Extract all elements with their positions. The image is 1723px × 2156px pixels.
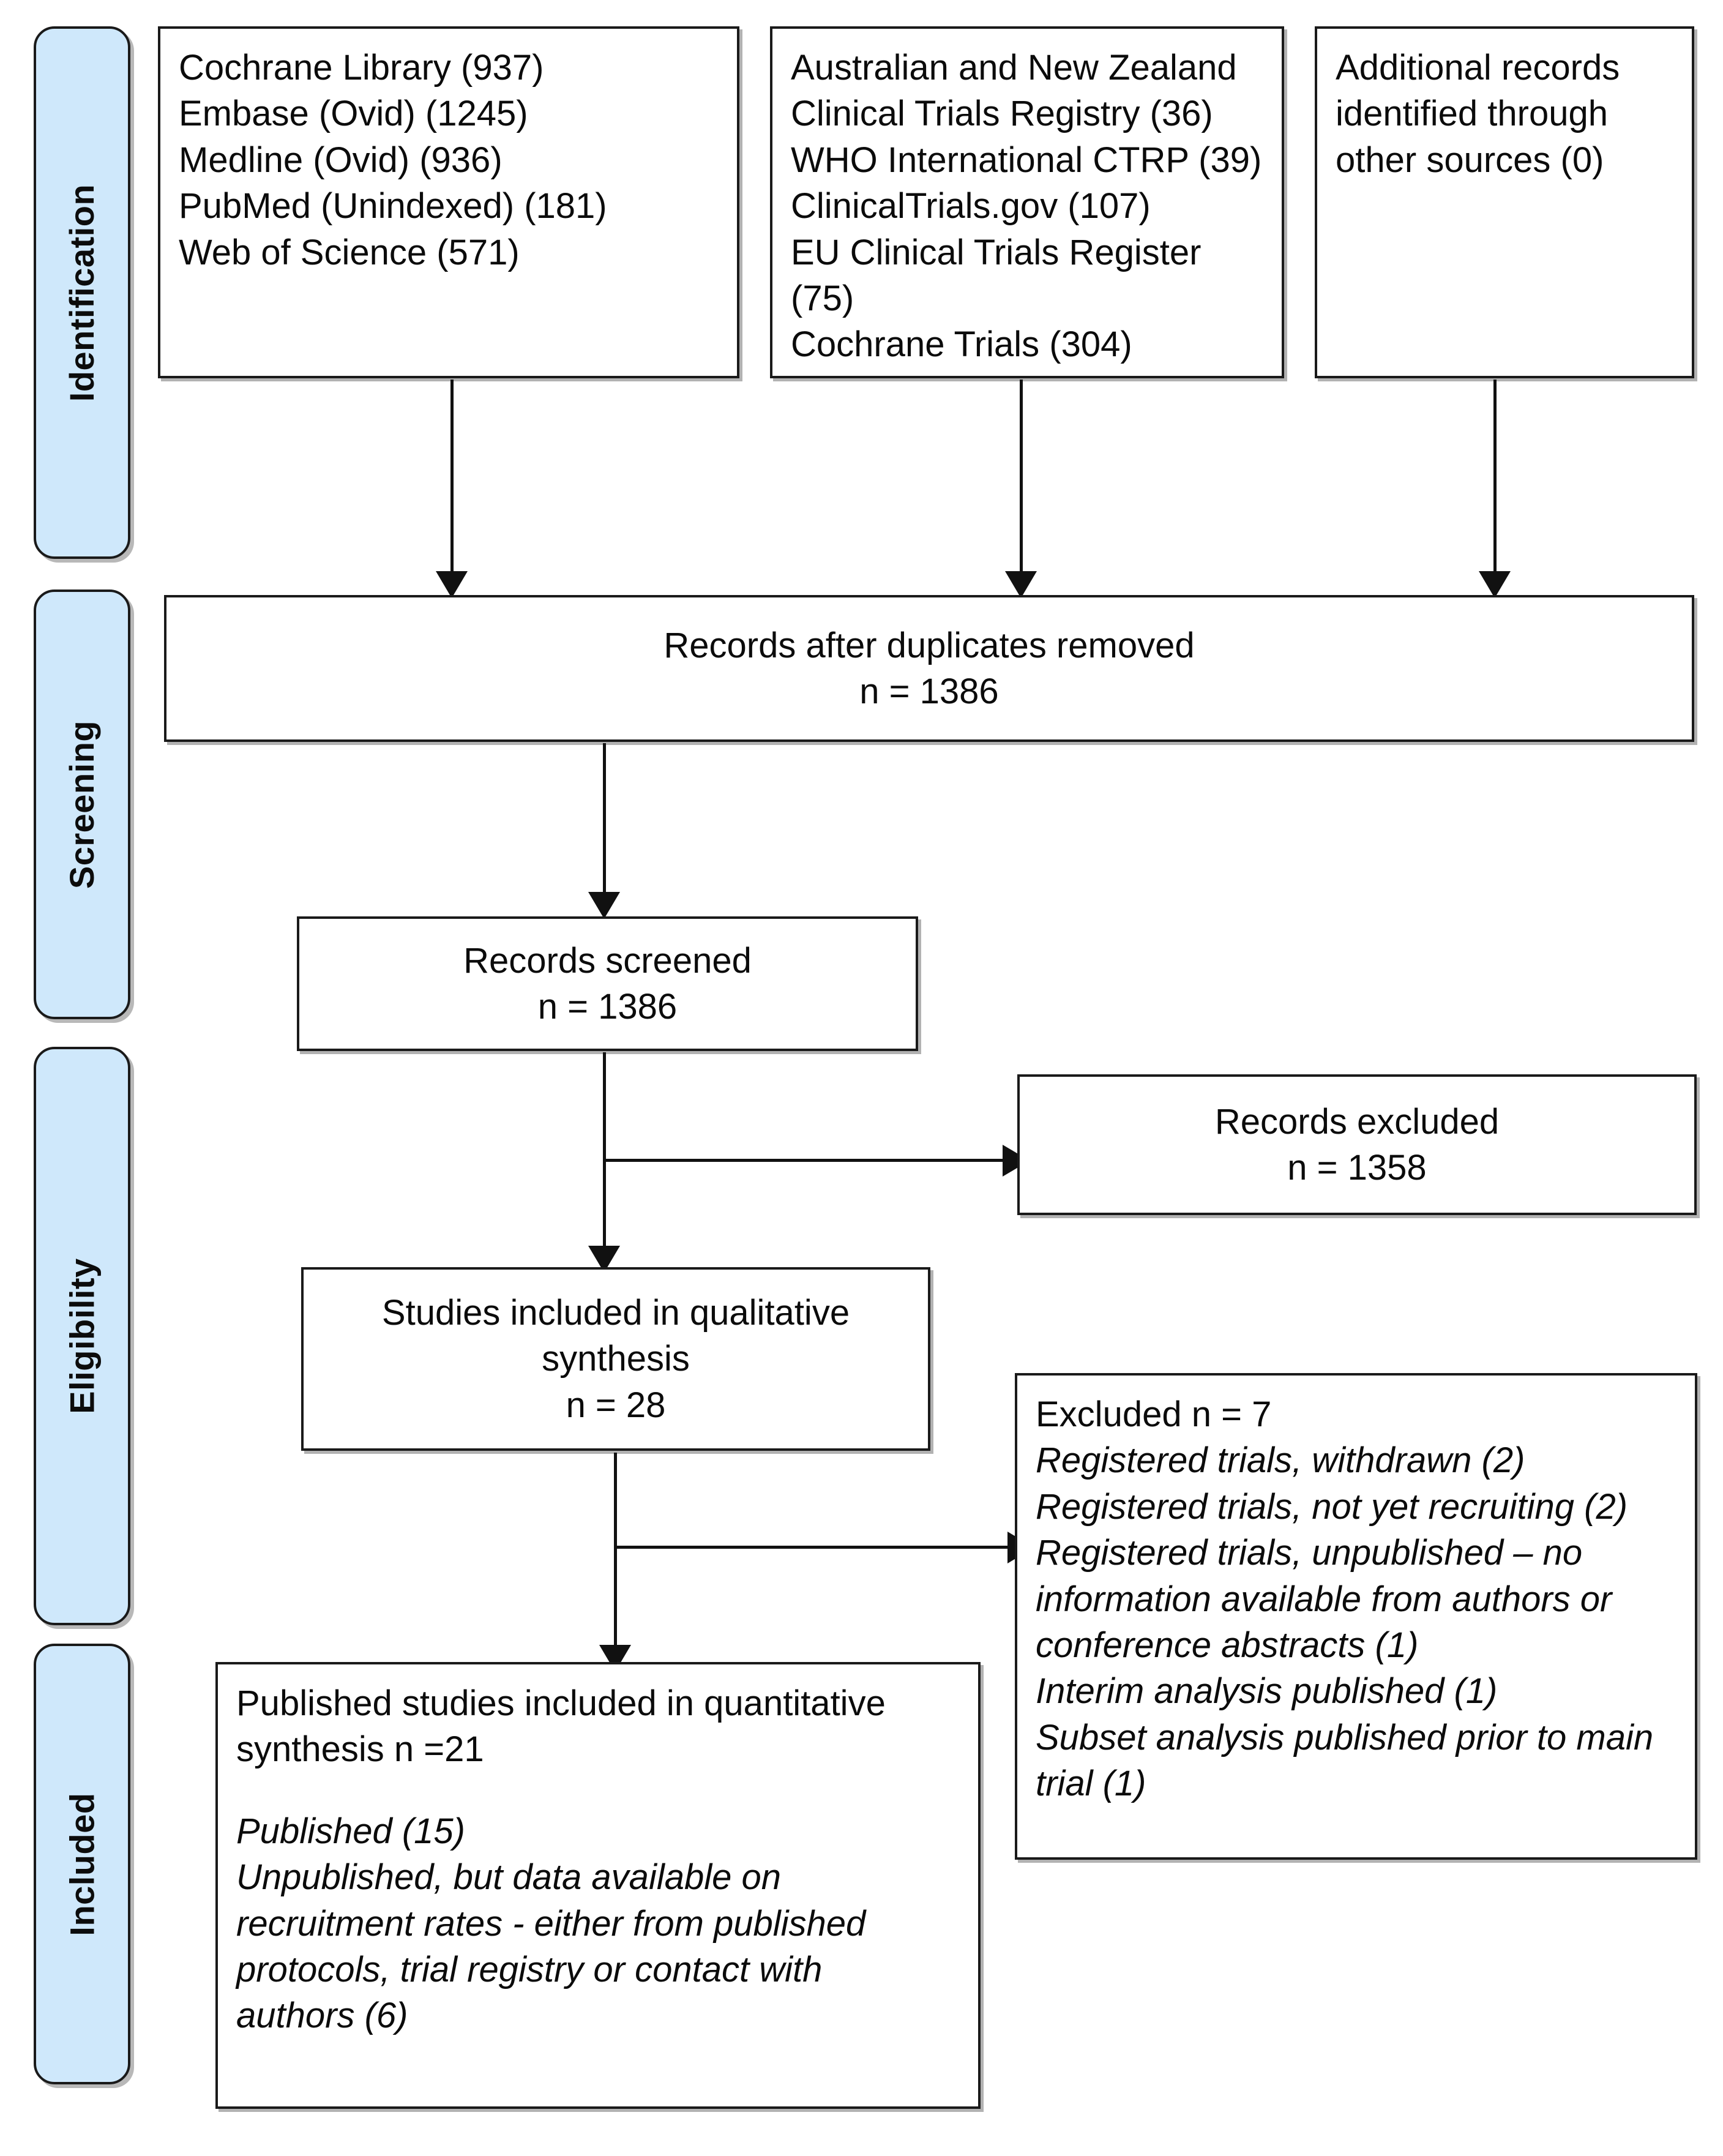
quantitative-synthesis-detail: authors (6) [236, 1996, 408, 2036]
stage-tab-identification[interactable]: Identification [34, 26, 130, 559]
connector-registries-to-duplicates [1020, 380, 1023, 572]
quantitative-synthesis-detail: Unpublished, but data available on [236, 1857, 781, 1898]
connector-screened-to-records-excluded [603, 1159, 1004, 1162]
quantitative-synthesis-heading-2: synthesis n =21 [236, 1729, 484, 1770]
registry-record-line: ClinicalTrials.gov (107) [791, 186, 1151, 226]
box-registry-records: Australian and New Zealand Clinical Tria… [770, 26, 1284, 378]
registry-record-line: Australian and New Zealand [791, 48, 1237, 88]
eligibility-excluded-reason: Registered trials, withdrawn (2) [1036, 1440, 1525, 1481]
box-qualitative-synthesis: Studies included in qualitative synthesi… [301, 1267, 930, 1451]
quantitative-synthesis-detail: Published (15) [236, 1811, 465, 1851]
other-sources-line: identified through [1336, 94, 1608, 134]
stage-tab-included-label: Included [62, 1792, 102, 1936]
qualitative-synthesis-count: n = 28 [566, 1385, 666, 1425]
eligibility-excluded-reason: Interim analysis published (1) [1036, 1671, 1498, 1712]
arrowhead-duplicates-to-screened [588, 892, 620, 919]
other-sources-content: Additional records identified through ot… [1317, 29, 1692, 199]
records-screened-label: Records screened [463, 940, 752, 981]
connector-duplicates-to-screened [603, 743, 606, 893]
eligibility-excluded-reason: Registered trials, unpublished – no [1036, 1533, 1583, 1573]
eligibility-excluded-reason: Registered trials, not yet recruiting (2… [1036, 1486, 1628, 1527]
box-quantitative-synthesis: Published studies included in quantitati… [215, 1662, 981, 2109]
stage-tab-included[interactable]: Included [34, 1644, 130, 2084]
registry-record-line: Clinical Trials Registry (36) [791, 94, 1213, 134]
eligibility-excluded-reason: Subset analysis published prior to main [1036, 1717, 1654, 1757]
quantitative-synthesis-detail: protocols, trial registry or contact wit… [236, 1949, 823, 1989]
eligibility-excluded-reason: conference abstracts (1) [1036, 1625, 1419, 1665]
arrowhead-registries-to-duplicates [1005, 571, 1037, 598]
database-record-line: Cochrane Library (937) [179, 48, 544, 88]
registry-records-content: Australian and New Zealand Clinical Tria… [772, 29, 1282, 384]
records-excluded-count: n = 1358 [1287, 1148, 1427, 1188]
qualitative-synthesis-content: Studies included in qualitative synthesi… [304, 1270, 928, 1448]
box-records-excluded: Records excluded n = 1358 [1017, 1074, 1697, 1215]
other-sources-line: other sources (0) [1336, 140, 1604, 180]
registry-record-line: EU Clinical Trials Register [791, 232, 1202, 272]
records-screened-content: Records screened n = 1386 [299, 919, 916, 1049]
duplicates-removed-count: n = 1386 [859, 672, 999, 711]
stage-tab-eligibility-label: Eligibility [62, 1258, 102, 1414]
connector-qualitative-to-eligibility-excluded [614, 1546, 1009, 1549]
connector-other-sources-to-duplicates [1493, 380, 1497, 572]
box-duplicates-removed: Records after duplicates removed n = 138… [164, 595, 1694, 742]
box-records-screened: Records screened n = 1386 [297, 916, 918, 1051]
eligibility-excluded-reason: information available from authors or [1036, 1579, 1612, 1619]
qualitative-synthesis-label-2: synthesis [542, 1339, 690, 1379]
database-record-line: PubMed (Unindexed) (181) [179, 186, 607, 226]
database-record-line: Web of Science (571) [179, 232, 520, 272]
connector-screened-to-qualitative [603, 1052, 606, 1247]
stage-tab-identification-label: Identification [62, 184, 102, 402]
box-other-sources: Additional records identified through ot… [1315, 26, 1694, 378]
box-database-records: Cochrane Library (937) Embase (Ovid) (12… [158, 26, 739, 378]
stage-tab-screening-label: Screening [62, 720, 102, 889]
arrowhead-other-sources-to-duplicates [1479, 571, 1511, 598]
other-sources-line: Additional records [1336, 48, 1620, 88]
eligibility-excluded-heading: Excluded n = 7 [1036, 1394, 1272, 1434]
arrowhead-databases-to-duplicates [436, 571, 468, 598]
duplicates-removed-label: Records after duplicates removed [663, 625, 1195, 665]
eligibility-excluded-reason: trial (1) [1036, 1764, 1146, 1804]
quantitative-synthesis-heading-1: Published studies included in quantitati… [236, 1683, 886, 1723]
duplicates-removed-content: Records after duplicates removed n = 138… [166, 597, 1692, 739]
box-eligibility-excluded: Excluded n = 7 Registered trials, withdr… [1015, 1373, 1697, 1860]
records-excluded-content: Records excluded n = 1358 [1020, 1077, 1694, 1213]
stage-tab-screening[interactable]: Screening [34, 590, 130, 1019]
database-record-line: Embase (Ovid) (1245) [179, 94, 528, 134]
connector-qualitative-to-quantitative [614, 1453, 617, 1646]
eligibility-excluded-content: Excluded n = 7 Registered trials, withdr… [1017, 1376, 1695, 1823]
registry-record-line: (75) [791, 278, 854, 318]
records-screened-count: n = 1386 [537, 987, 678, 1027]
stage-tab-eligibility[interactable]: Eligibility [34, 1047, 130, 1625]
connector-databases-to-duplicates [450, 380, 454, 572]
registry-record-line: Cochrane Trials (304) [791, 324, 1132, 365]
registry-record-line: WHO International CTRP (39) [791, 140, 1262, 180]
database-record-line: Medline (Ovid) (936) [179, 140, 503, 180]
quantitative-synthesis-spacer [236, 1773, 960, 1808]
qualitative-synthesis-label-1: Studies included in qualitative [381, 1292, 850, 1333]
quantitative-synthesis-detail: recruitment rates - either from publishe… [236, 1903, 866, 1944]
database-records-content: Cochrane Library (937) Embase (Ovid) (12… [160, 29, 737, 291]
records-excluded-label: Records excluded [1214, 1101, 1500, 1142]
quantitative-synthesis-content: Published studies included in quantitati… [218, 1664, 978, 2055]
